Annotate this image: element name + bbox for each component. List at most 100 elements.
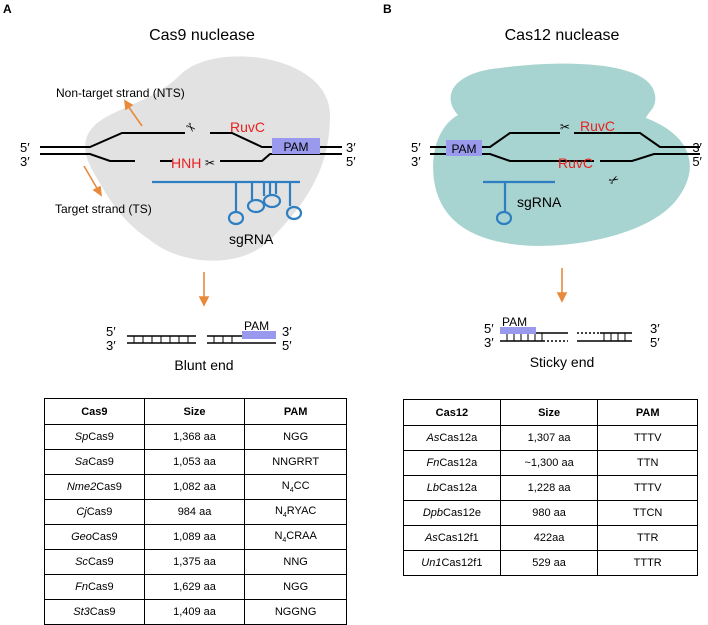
enzyme-name: St3Cas9 [45, 606, 144, 618]
cas9-hnh-label: HNH [171, 155, 201, 171]
table-header-cell: PAM [597, 399, 698, 426]
table-header-cell: Cas9 [44, 398, 145, 425]
enzyme-name-cell: SpCas9 [44, 424, 145, 450]
enzyme-species-prefix: Geo [71, 531, 92, 543]
pam-cell: N4CC [244, 474, 347, 500]
enzyme-name-cell: St3Cas9 [44, 599, 145, 625]
cas9-ts-label: Target strand (TS) [55, 202, 152, 216]
size-cell: 1,053 aa [143, 449, 246, 475]
enzyme-name: ScCas9 [45, 556, 144, 568]
cas9-sgrna-label: sgRNA [229, 231, 274, 247]
cas9-sgrna [152, 180, 303, 226]
enzyme-species-prefix: As [424, 532, 438, 544]
enzyme-family-suffix: Cas12f1 [437, 532, 479, 544]
enzyme-name-cell: Un1Cas12f1 [403, 550, 501, 576]
enzyme-name: SaCas9 [45, 456, 144, 468]
enzyme-name-cell: Nme2Cas9 [44, 474, 145, 500]
enzyme-name: Un1Cas12f1 [404, 557, 500, 569]
cas9-strand-arrows [83, 99, 143, 197]
pam-prefix: N [281, 479, 290, 492]
pam-prefix: N [274, 504, 283, 517]
cas12-sticky-end-product [500, 332, 632, 342]
panel-b-title: Cas12 nuclease [505, 27, 620, 44]
enzyme-name-cell: SaCas9 [44, 449, 145, 475]
enzyme-species-prefix: Cj [76, 506, 87, 518]
enzyme-name: FnCas9 [45, 581, 144, 593]
pam-suffix: CC [293, 479, 310, 492]
pam-suffix: CRAA [286, 529, 317, 542]
pam-cell: TTTV [597, 475, 698, 501]
cas9-protein-body [85, 56, 330, 261]
enzyme-species-prefix: Un1 [421, 557, 442, 569]
enzyme-species-prefix: St3 [73, 606, 90, 618]
pam-cell: TTTV [597, 425, 698, 451]
enzyme-name: CjCas9 [45, 506, 144, 518]
enzyme-name: AsCas12f1 [404, 532, 500, 544]
enzyme-name: Nme2Cas9 [45, 481, 144, 493]
cas9-product-5prime-bottom: 5′ [282, 338, 292, 353]
size-cell: 1,375 aa [143, 549, 246, 575]
enzyme-name-cell: DpbCas12e [403, 500, 501, 526]
pam-cell: N4CRAA [244, 524, 347, 550]
size-cell: 1,307 aa [499, 425, 599, 451]
cas12-product-3prime-top: 3′ [650, 321, 660, 336]
size-cell: 1,082 aa [143, 474, 246, 500]
enzyme-family-suffix: Cas9 [86, 506, 113, 518]
pam-cell: NGG [244, 424, 347, 450]
size-cell: 422aa [499, 525, 599, 551]
enzyme-species-prefix: Fn [75, 581, 88, 593]
enzyme-family-suffix: Cas9 [88, 431, 114, 443]
cas12-pam-box [446, 140, 482, 156]
size-cell: 1,409 aa [143, 599, 246, 625]
pam-suffix: RYAC [286, 504, 317, 517]
pam-cell: TTR [597, 525, 698, 551]
pam-prefix: N [274, 529, 283, 542]
enzyme-family-suffix: Cas9 [88, 456, 114, 468]
cas12-ruvc-label-bottom: RuvC [558, 155, 593, 171]
enzyme-name-cell: AsCas12a [403, 425, 501, 451]
cas12-protein-body [433, 63, 690, 246]
enzyme-name-cell: FnCas12a [403, 450, 501, 476]
enzyme-family-suffix: Cas12f1 [441, 557, 483, 569]
enzyme-species-prefix: As [426, 432, 440, 444]
pam-cell: NGG [244, 574, 347, 600]
size-cell: 1,089 aa [143, 524, 246, 550]
enzyme-family-suffix: Cas12a [439, 457, 478, 469]
enzyme-name: FnCas12a [404, 457, 500, 469]
enzyme-species-prefix: Sp [74, 431, 89, 443]
cas9-product-3prime-top: 3′ [282, 324, 292, 339]
cas9-product-3prime-bottom: 3′ [106, 338, 116, 353]
enzyme-name: DpbCas12e [404, 507, 500, 519]
panel-b-letter: B [383, 2, 392, 16]
cas12-scissors-icon-top: ✂ [560, 120, 570, 134]
cas9-ruvc-label: RuvC [230, 119, 265, 135]
pam-cell: TTN [597, 450, 698, 476]
enzyme-name-cell: AsCas12f1 [403, 525, 501, 551]
pam-subscript: 4 [289, 487, 294, 495]
enzyme-name-cell: FnCas9 [44, 574, 145, 600]
enzyme-family-suffix: Cas9 [87, 581, 114, 593]
pam-cell: TTCN [597, 500, 698, 526]
enzyme-family-suffix: Cas12a [439, 482, 477, 494]
size-cell: 1,368 aa [143, 424, 246, 450]
cas9-product-pam-label: PAM [244, 319, 269, 333]
cas9-nts-label: Non-target strand (NTS) [56, 86, 185, 100]
cas9-pam-box [272, 138, 320, 154]
cas9-product-label: Blunt end [174, 357, 233, 373]
table-header-cell: Size [143, 398, 246, 425]
cas12-5prime-bottom: 5′ [692, 154, 702, 169]
enzyme-name: SpCas9 [45, 431, 144, 443]
cas12-table-header-row: Cas12 Size PAM [403, 399, 698, 426]
pam-cell: N4RYAC [244, 499, 347, 525]
